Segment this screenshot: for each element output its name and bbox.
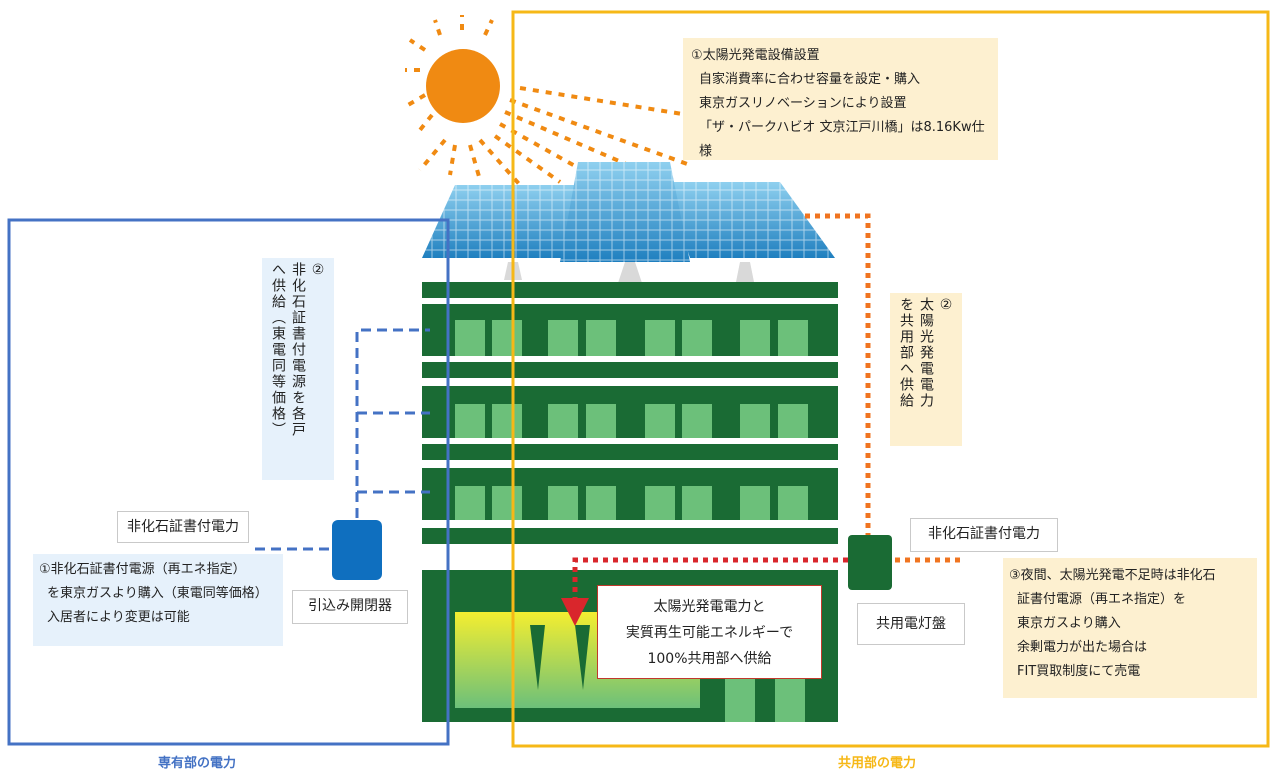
common-panel-icon <box>848 535 892 590</box>
common-area-frame <box>511 10 1270 748</box>
cert-power-left-label: 非化石証書付電力 <box>117 511 249 543</box>
private-area-frame <box>7 218 450 746</box>
private-section-title: 専有部の電力 <box>158 756 237 771</box>
note-night-right: ③夜間、太陽光発電不足時は非化石 証書付電源（再エネ指定）を 東京ガスより購入 … <box>1003 558 1257 698</box>
common-section-title: 共用部の電力 <box>838 756 917 771</box>
note-line: FIT買取制度にて売電 <box>1017 664 1141 679</box>
common-panel-label: 共用電灯盤 <box>857 603 965 645</box>
note-purchase-left: ①非化石証書付電源（再エネ指定） を東京ガスより購入（東電同等価格） 入居者によ… <box>33 554 283 646</box>
solar-supply-line <box>805 213 965 563</box>
note-col: を共用部へ供給 <box>898 297 914 409</box>
note-line: 自家消費率に合わせ容量を設定・購入 <box>699 72 921 87</box>
note-line: 証書付電源（再エネ指定）を <box>1017 592 1187 607</box>
supply-lines-private <box>255 328 430 551</box>
note-col: へ供給（東電同等価格） <box>270 262 286 438</box>
note-vertical-right: ② 太陽光発電電力 を共用部へ供給 <box>890 293 962 446</box>
note-line: ③夜間、太陽光発電不足時は非化石 <box>1009 568 1216 583</box>
note-line: 余剰電力が出た場合は <box>1017 640 1148 655</box>
sun-icon <box>426 49 500 123</box>
note-vertical-left: ② 非化石証書付電源を各戸 へ供給（東電同等価格） <box>262 258 334 480</box>
note-line: 東京ガスリノベーションにより設置 <box>699 96 907 111</box>
switch-box-icon <box>332 520 382 580</box>
common-supply-line <box>561 557 848 626</box>
note-col: ② <box>310 262 326 280</box>
note-solar-install: ①太陽光発電設備設置 自家消費率に合わせ容量を設定・購入 東京ガスリノベーション… <box>683 38 998 160</box>
note-line: を東京ガスより購入（東電同等価格） <box>47 586 268 601</box>
center-line: 100%共用部へ供給 <box>647 651 772 667</box>
note-line: ①非化石証書付電源（再エネ指定） <box>39 562 246 577</box>
center-line: 実質再生可能エネルギーで <box>625 625 794 641</box>
note-col: ② <box>938 297 954 315</box>
solar-panels-icon <box>422 162 835 292</box>
center-line: 太陽光発電電力と <box>653 599 766 615</box>
switch-label: 引込み開閉器 <box>292 590 408 624</box>
note-line: 東京ガスより購入 <box>1017 616 1121 631</box>
note-line: ①太陽光発電設備設置 <box>691 48 820 63</box>
note-col: 太陽光発電電力 <box>918 297 934 409</box>
center-summary: 太陽光発電電力と 実質再生可能エネルギーで 100%共用部へ供給 <box>597 585 822 679</box>
note-line: 入居者により変更は可能 <box>47 610 190 625</box>
cert-power-right-label: 非化石証書付電力 <box>910 518 1058 552</box>
windows <box>455 320 808 520</box>
note-line: 「ザ・パークハビオ 文京江戸川橋」は8.16Kw仕様 <box>699 120 985 159</box>
note-col: 非化石証書付電源を各戸 <box>290 262 306 438</box>
